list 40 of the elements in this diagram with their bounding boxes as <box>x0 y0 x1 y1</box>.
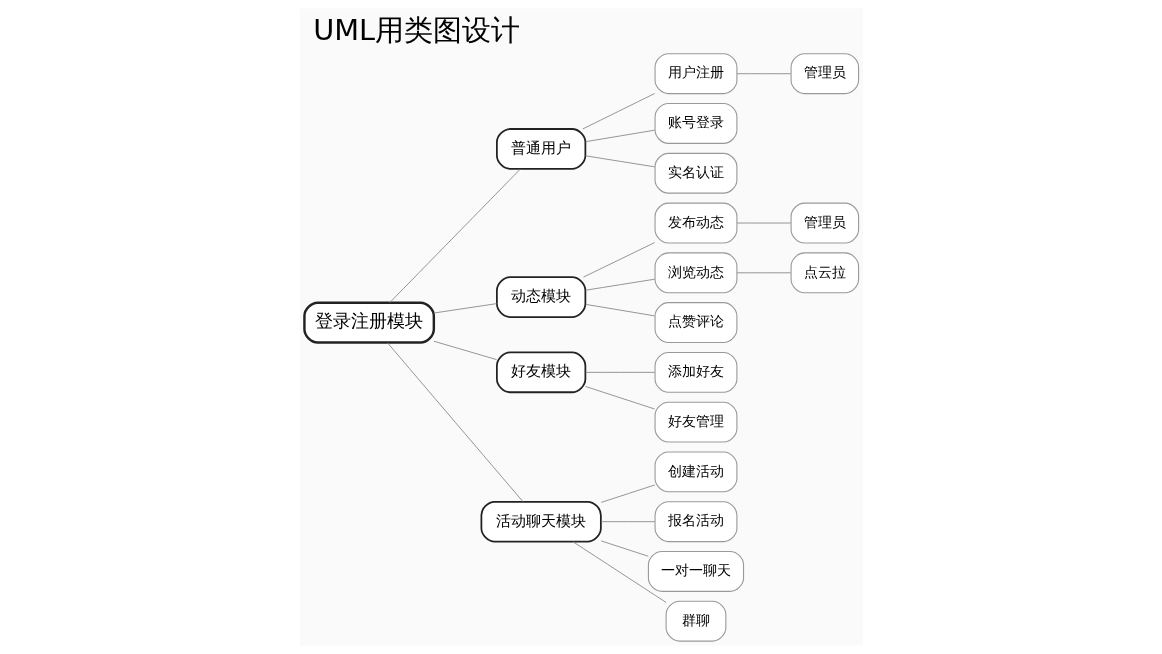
connector <box>584 129 655 143</box>
node-box: 活动聊天模块 <box>480 500 602 543</box>
node-box: 管理员 <box>790 202 859 244</box>
node-box: 创建活动 <box>654 451 737 493</box>
connector <box>584 386 655 410</box>
connector <box>584 303 655 317</box>
connector <box>582 242 655 278</box>
diagram-title: UML用类图设计 <box>312 13 520 48</box>
connector <box>600 540 649 557</box>
connector <box>388 168 521 304</box>
connector <box>736 272 791 274</box>
connector <box>736 222 791 224</box>
node-box: 好友管理 <box>654 401 737 443</box>
node-box: 浏览动态 <box>654 252 737 294</box>
connector <box>581 93 655 130</box>
node-box: 点云拉 <box>790 252 859 294</box>
node-box: 点赞评论 <box>654 302 737 344</box>
connector <box>433 340 497 361</box>
node-box: 登录注册模块 <box>302 301 435 344</box>
connector <box>584 371 655 373</box>
connector <box>433 303 497 314</box>
node-box: 一对一聊天 <box>647 551 744 592</box>
connector <box>600 521 655 523</box>
connector <box>600 484 655 503</box>
node-box: 账号登录 <box>654 103 737 144</box>
node-box: 管理员 <box>790 53 859 95</box>
node-box: 发布动态 <box>654 202 737 244</box>
node-box: 群聊 <box>665 600 726 642</box>
connector <box>736 73 791 75</box>
node-box: 普通用户 <box>495 128 586 170</box>
node-box: 实名认证 <box>654 152 737 194</box>
connector <box>584 278 655 291</box>
node-box: 添加好友 <box>654 351 737 393</box>
connector <box>584 155 655 168</box>
node-box: 好友模块 <box>495 351 586 394</box>
node-box: 动态模块 <box>495 276 586 318</box>
node-box: 报名活动 <box>654 501 737 543</box>
node-box: 用户注册 <box>654 53 737 95</box>
connector <box>572 541 667 603</box>
connector <box>386 342 523 503</box>
